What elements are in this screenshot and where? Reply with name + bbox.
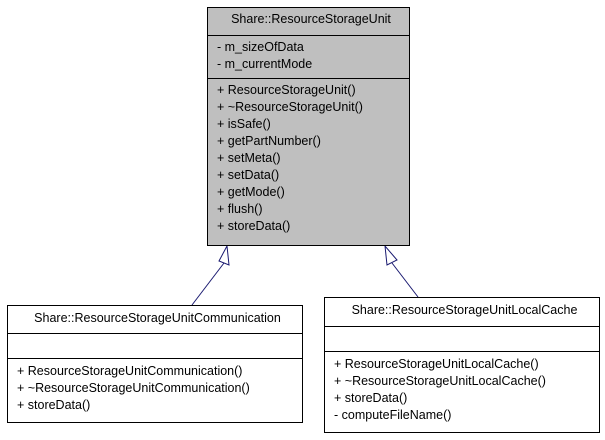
operation: + ~ResourceStorageUnit(): [217, 100, 363, 114]
class-name: Share::ResourceStorageUnitCommunication: [34, 311, 281, 325]
operation: + ResourceStorageUnitCommunication(): [17, 364, 243, 378]
attributes-section: [325, 327, 599, 352]
class-name: Share::ResourceStorageUnit: [231, 12, 391, 26]
operation: + storeData(): [334, 391, 408, 405]
attribute: - m_currentMode: [217, 57, 313, 71]
operation: + ~ResourceStorageUnitCommunication(): [17, 381, 250, 395]
class-name-section: Share::ResourceStorageUnitLocalCache: [325, 298, 599, 327]
class-name-section: Share::ResourceStorageUnitCommunication: [8, 306, 302, 334]
operation: + setData(): [217, 168, 280, 182]
operation: + storeData(): [17, 398, 91, 412]
inheritance-edge-communication: [191, 244, 230, 306]
operations-section: + ResourceStorageUnitCommunication() + ~…: [8, 359, 302, 414]
operations-section: + ResourceStorageUnit() + ~ResourceStora…: [208, 79, 409, 235]
operation: + getMode(): [217, 185, 285, 199]
class-name-section: Share::ResourceStorageUnit: [208, 8, 409, 36]
inheritance-edge-localcache: [384, 244, 419, 298]
operation: + ~ResourceStorageUnitLocalCache(): [334, 374, 546, 388]
operation: + getPartNumber(): [217, 134, 321, 148]
attributes-section: [8, 334, 302, 359]
operation: + flush(): [217, 202, 263, 216]
attributes-section: - m_sizeOfData - m_currentMode: [208, 36, 409, 79]
class-box-resource-storage-unit[interactable]: Share::ResourceStorageUnit - m_sizeOfDat…: [207, 7, 410, 246]
operation: + storeData(): [217, 219, 291, 233]
operation: + ResourceStorageUnitLocalCache(): [334, 357, 539, 371]
attribute: - m_sizeOfData: [217, 40, 304, 54]
class-box-resource-storage-unit-local-cache[interactable]: Share::ResourceStorageUnitLocalCache + R…: [324, 297, 600, 433]
operations-section: + ResourceStorageUnitLocalCache() + ~Res…: [325, 352, 599, 424]
operation: + ResourceStorageUnit(): [217, 83, 356, 97]
class-name: Share::ResourceStorageUnitLocalCache: [351, 303, 578, 317]
class-box-resource-storage-unit-communication[interactable]: Share::ResourceStorageUnitCommunication …: [7, 305, 303, 423]
operation: + isSafe(): [217, 117, 271, 131]
operation: + setMeta(): [217, 151, 281, 165]
operation: - computeFileName(): [334, 408, 452, 422]
